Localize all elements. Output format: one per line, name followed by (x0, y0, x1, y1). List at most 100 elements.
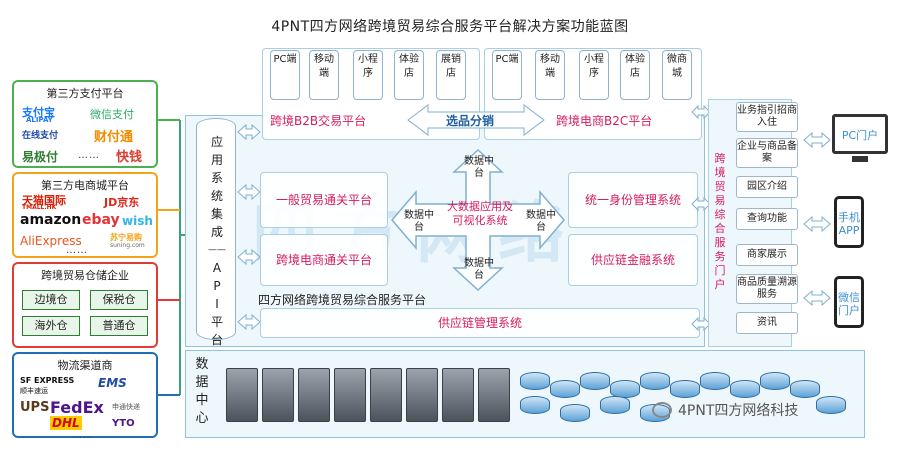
database-disk-icon (730, 380, 760, 398)
channel-b2c-pc: PC端 (492, 50, 522, 100)
selection-double-arrow (407, 104, 545, 136)
datacenter-char: 中 (195, 393, 209, 408)
tmall-en-logo: TMALL.HK (22, 204, 57, 211)
server-rack-icon (478, 368, 510, 422)
api-integration-cylinder: 应 用 系 统 集 成 —— A P I 平 台 (196, 118, 236, 347)
channel-b2c-wechat-mall: 微商城 (662, 50, 692, 100)
portal-char: 服 (714, 236, 726, 249)
server-rack-icon (406, 368, 438, 422)
warehouse-item: 保税仓 (90, 290, 148, 310)
mall-partners-box: 第三方电商城平台 天猫国际 TMALL.HK JD京东 amazon ebay … (12, 172, 158, 258)
server-rack-icon (298, 368, 330, 422)
warehouse-heading: 跨境贸易仓储企业 (41, 269, 129, 282)
unified-identity-system: 统一身份管理系统 (568, 172, 698, 228)
channel-b2c-miniapp: 小程序 (579, 50, 609, 100)
database-disk-icon (670, 380, 700, 398)
mall-heading: 第三方电商城平台 (41, 179, 129, 192)
sf-logo: SF EXPRESS (20, 376, 75, 385)
payment-heading: 第三方支付平台 (46, 87, 124, 100)
aliexpress-logo: AliExpress (20, 234, 82, 248)
supply-chain-management-system: 供应链管理系统 (260, 308, 700, 338)
channel-b2b-miniapp: 小程序 (353, 50, 383, 100)
logistics-heading: 物流渠道商 (57, 359, 113, 372)
server-rack-icon (334, 368, 366, 422)
api-char: —— (208, 245, 226, 255)
sto-logo: 申通快递 (112, 403, 140, 411)
ebay-logo: ebay (82, 212, 120, 228)
portal-char: 易 (714, 194, 726, 207)
fedex-logo: FedEx (50, 398, 104, 417)
data-middle-platform-cross-arrow (391, 148, 565, 292)
database-disk-icon (580, 372, 610, 390)
supply-chain-finance-system: 供应链金融系统 (568, 234, 698, 286)
data-middle-left: 数据中台 (404, 210, 434, 233)
channel-b2b-showroom: 展销店 (436, 50, 466, 100)
api-char: 成 (210, 225, 223, 239)
wechat-phone-icon: 微信门户 (834, 276, 864, 328)
bigdata-visualization-system: 大数据应用及可视化系统 (447, 200, 513, 227)
99bill-logo: 快钱 (116, 150, 143, 165)
database-disk-icon (700, 372, 730, 390)
api-char: 集 (210, 207, 223, 221)
payment-more: …… (78, 150, 100, 161)
portal-connector-arrows (691, 104, 711, 332)
device-connector-arrows (803, 131, 831, 307)
alipay-en-logo: ALIPAY (26, 116, 53, 124)
database-disk-icon (550, 380, 580, 398)
datacenter-label: 数 据 中 心 (194, 356, 210, 428)
portal-char: 境 (714, 166, 726, 179)
database-disk-icon (790, 380, 820, 398)
portal-char: 贸 (714, 180, 726, 193)
watermark-brand-text: 4PNT四方网络科技 (678, 403, 799, 419)
amazon-logo: amazon (20, 212, 82, 228)
suning-logo: 苏宁易购 (110, 233, 142, 242)
datacenter-char: 据 (195, 375, 209, 390)
dhl-logo: DHL (50, 416, 82, 430)
api-char: 系 (210, 171, 223, 185)
database-disk-icon (560, 404, 590, 422)
portal-char: 合 (714, 222, 726, 235)
portal-item-merchant-showcase: 商家展示 (736, 244, 798, 266)
ups-logo: UPS (20, 400, 50, 415)
logistics-more: …… (72, 430, 94, 441)
jd-logo: JD京东 (104, 196, 140, 209)
database-disk-icon (760, 372, 790, 390)
warehouse-partners-box: 跨境贸易仓储企业 边境仓 保税仓 海外仓 普通仓 (12, 262, 158, 348)
selection-distribution-label: 选品分销 (446, 114, 495, 128)
server-rack-icon (370, 368, 402, 422)
portal-char: 务 (714, 250, 726, 263)
api-char: I (215, 297, 219, 311)
yto-logo: YTO (112, 418, 135, 429)
logistics-partners-box: 物流渠道商 SF EXPRESS 顺丰速运 EMS UPS FedEx DHL … (12, 352, 158, 441)
api-char: 统 (210, 189, 223, 203)
database-disk-icon (816, 396, 846, 414)
channel-b2b-pc: PC端 (270, 50, 300, 100)
wechat-portal-label: 微信门户 (838, 291, 860, 317)
portal-char: 门 (714, 264, 726, 277)
wechat-watermark-icon (652, 402, 672, 418)
api-char: 台 (210, 333, 223, 347)
portal-item-filing: 企业与商品备案 (736, 138, 798, 168)
portal-char: 综 (714, 208, 726, 221)
channel-b2c-store: 体验店 (620, 50, 650, 100)
wish-logo: wish (122, 214, 153, 228)
api-char: 用 (210, 153, 223, 167)
portal-item-query: 查询功能 (736, 208, 798, 230)
general-trade-customs-platform: 一般贸易通关平台 (260, 172, 388, 228)
datacenter-char: 心 (195, 411, 209, 426)
sf-cn-logo: 顺丰速运 (20, 387, 48, 395)
suning-en-logo: suning.com (110, 242, 145, 249)
data-middle-bottom: 数据中台 (464, 258, 494, 281)
portal-item-news: 资讯 (736, 312, 798, 334)
mall-more: …… (66, 245, 88, 256)
portal-item-business-guide: 业务指引招商入住 (736, 102, 798, 132)
pc-portal-label: PC门户 (841, 129, 879, 142)
data-middle-top: 数据中台 (464, 156, 494, 179)
portal-item-quality-trace: 商品质量溯源服务 (736, 274, 798, 304)
portal-char: 户 (714, 278, 726, 291)
database-disk-icon (520, 372, 550, 390)
server-rack-icon (442, 368, 474, 422)
data-middle-right: 数据中台 (526, 210, 556, 233)
channel-b2b-mobile: 移动端 (309, 50, 339, 100)
online-pay-logo: 在线支付 (22, 131, 59, 141)
